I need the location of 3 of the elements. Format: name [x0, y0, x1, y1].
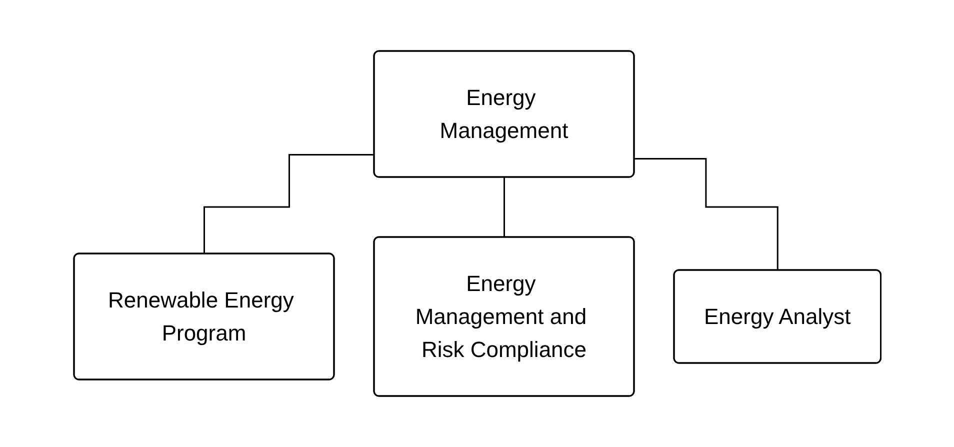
connector [203, 154, 374, 255]
connector [634, 158, 778, 272]
connector [503, 176, 505, 238]
